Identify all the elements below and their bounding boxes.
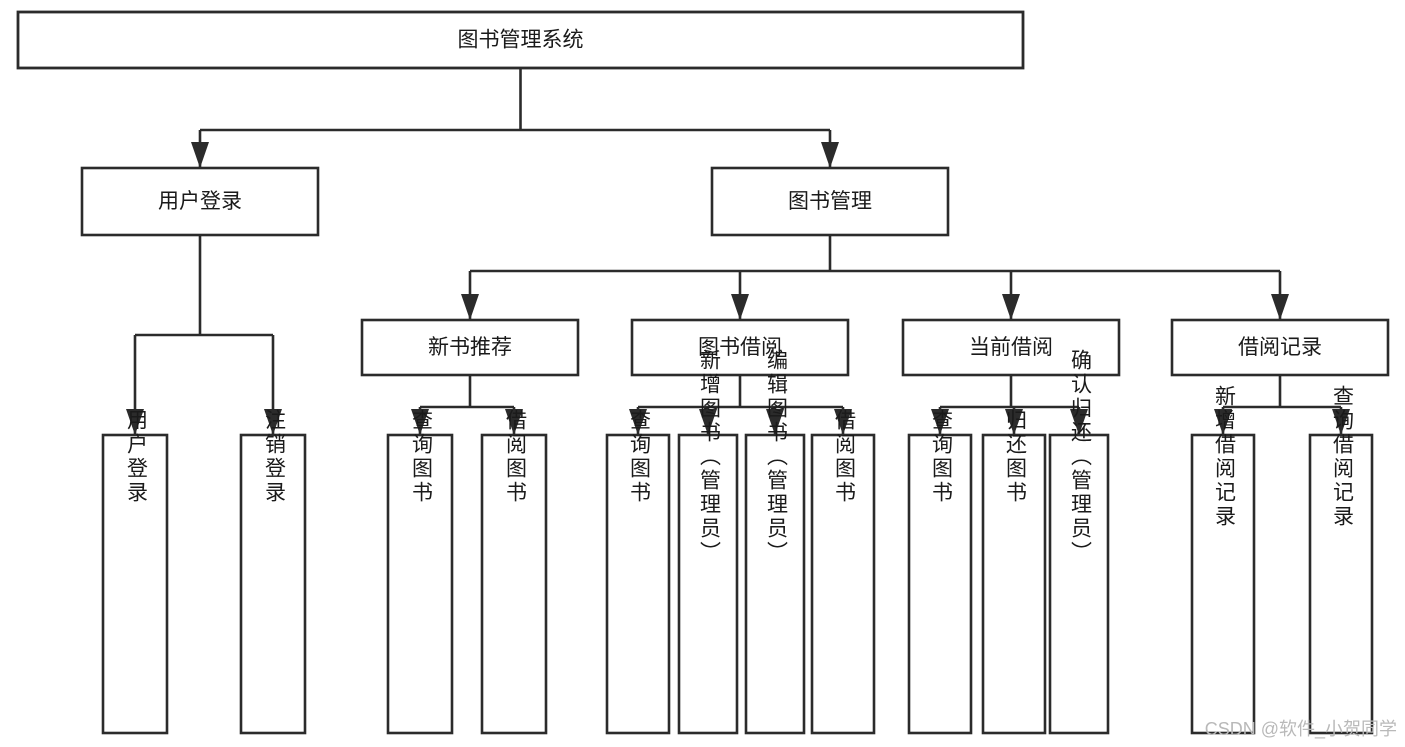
current-borrow-to-leaves-arrow-1 — [1005, 409, 1023, 435]
node-leaf-add-record[interactable]: 新增借阅记录 — [1190, 385, 1256, 735]
node-leaf-borrow-book-2-label: 借阅图书 — [832, 409, 856, 505]
node-leaf-borrow-book-1-box[interactable] — [480, 433, 548, 735]
node-leaf-query-book-1-box[interactable] — [386, 433, 454, 735]
node-leaf-query-book-1-label: 查询图书 — [409, 409, 433, 505]
node-leaf-borrow-book-2[interactable]: 借阅图书 — [810, 409, 876, 735]
node-leaf-edit-book-label: 编辑图书（管理员） — [764, 349, 788, 565]
node-new-book-recommend[interactable]: 新书推荐 — [360, 318, 580, 377]
nodes-layer: 图书管理系统用户登录图书管理新书推荐图书借阅当前借阅借阅记录用户登录注销登录查询… — [16, 10, 1390, 735]
node-current-borrow-label: 当前借阅 — [969, 336, 1053, 359]
node-leaf-borrow-book-1[interactable]: 借阅图书 — [480, 409, 548, 735]
node-book-manage-label: 图书管理 — [788, 190, 872, 213]
node-book-borrow[interactable]: 图书借阅 — [630, 318, 850, 377]
root-to-level1-arrow-1 — [821, 142, 839, 168]
book-manage-to-level2-arrow-0 — [461, 294, 479, 320]
node-leaf-query-book-3-box[interactable] — [907, 433, 973, 735]
node-book-manage[interactable]: 图书管理 — [710, 166, 950, 237]
node-leaf-borrow-book-1-label: 借阅图书 — [503, 409, 527, 505]
node-leaf-logout-label: 注销登录 — [262, 409, 286, 505]
node-leaf-query-book-2-label: 查询图书 — [627, 409, 651, 505]
node-leaf-query-book-3-label: 查询图书 — [929, 409, 953, 505]
node-leaf-add-book[interactable]: 新增图书（管理员） — [677, 349, 739, 735]
book-borrow-to-leaves-arrow-2 — [766, 409, 784, 435]
node-leaf-query-record[interactable]: 查询借阅记录 — [1308, 385, 1374, 735]
book-manage-to-level2-arrow-2 — [1002, 294, 1020, 320]
node-leaf-edit-book-box[interactable] — [744, 433, 806, 735]
node-user-login[interactable]: 用户登录 — [80, 166, 320, 237]
node-root-system-label: 图书管理系统 — [458, 29, 584, 52]
node-user-login-box[interactable] — [80, 166, 320, 237]
node-borrow-record-label: 借阅记录 — [1238, 336, 1322, 359]
node-book-manage-box[interactable] — [710, 166, 950, 237]
node-leaf-add-record-box[interactable] — [1190, 433, 1256, 735]
new-book-recommend-to-leaves-arrow-0 — [411, 409, 429, 435]
node-borrow-record-box[interactable] — [1170, 318, 1390, 377]
node-leaf-add-book-label: 新增图书（管理员） — [697, 349, 721, 565]
node-book-borrow-label: 图书借阅 — [698, 336, 782, 359]
new-book-recommend-to-leaves-arrow-1 — [505, 409, 523, 435]
user-login-to-leaves-arrow-1 — [264, 409, 282, 435]
book-borrow-to-leaves-arrow-0 — [629, 409, 647, 435]
node-leaf-query-book-2-box[interactable] — [605, 433, 671, 735]
node-current-borrow-box[interactable] — [901, 318, 1121, 377]
root-to-level1-arrow-0 — [191, 142, 209, 168]
current-borrow-to-leaves-arrow-2 — [1070, 409, 1088, 435]
node-root-system-box[interactable] — [16, 10, 1025, 70]
user-login-to-leaves-arrow-0 — [126, 409, 144, 435]
book-borrow-to-leaves-arrow-1 — [699, 409, 717, 435]
node-leaf-add-record-label: 新增借阅记录 — [1212, 385, 1236, 529]
node-leaf-confirm-return[interactable]: 确认归还（管理员） — [1048, 349, 1110, 735]
node-leaf-query-record-label: 查询借阅记录 — [1330, 385, 1354, 529]
node-leaf-borrow-book-2-box[interactable] — [810, 433, 876, 735]
borrow-record-to-leaves-arrow-0 — [1214, 409, 1232, 435]
node-leaf-return-book-box[interactable] — [981, 433, 1047, 735]
node-leaf-query-book-3[interactable]: 查询图书 — [907, 409, 973, 735]
node-new-book-recommend-box[interactable] — [360, 318, 580, 377]
node-leaf-logout-box[interactable] — [239, 433, 307, 735]
node-leaf-user-login-box[interactable] — [101, 433, 169, 735]
node-leaf-confirm-return-label: 确认归还（管理员） — [1068, 349, 1092, 565]
book-borrow-to-leaves-arrow-3 — [834, 409, 852, 435]
node-borrow-record[interactable]: 借阅记录 — [1170, 318, 1390, 377]
current-borrow-to-leaves-arrow-0 — [931, 409, 949, 435]
borrow-record-to-leaves-arrow-1 — [1332, 409, 1350, 435]
node-book-borrow-box[interactable] — [630, 318, 850, 377]
node-leaf-return-book[interactable]: 归还图书 — [981, 409, 1047, 735]
book-manage-to-level2-arrow-1 — [731, 294, 749, 320]
book-manage-to-level2-arrow-3 — [1271, 294, 1289, 320]
node-current-borrow[interactable]: 当前借阅 — [901, 318, 1121, 377]
node-leaf-return-book-label: 归还图书 — [1003, 409, 1027, 505]
node-leaf-query-book-2[interactable]: 查询图书 — [605, 409, 671, 735]
node-leaf-edit-book[interactable]: 编辑图书（管理员） — [744, 349, 806, 735]
node-root-system[interactable]: 图书管理系统 — [16, 10, 1025, 70]
node-leaf-query-record-box[interactable] — [1308, 433, 1374, 735]
node-new-book-recommend-label: 新书推荐 — [428, 336, 512, 359]
node-leaf-query-book-1[interactable]: 查询图书 — [386, 409, 454, 735]
node-leaf-confirm-return-box[interactable] — [1048, 433, 1110, 735]
connectors-layer — [126, 68, 1350, 435]
node-leaf-user-login-label: 用户登录 — [124, 409, 148, 505]
node-user-login-label: 用户登录 — [158, 190, 242, 213]
node-leaf-user-login[interactable]: 用户登录 — [101, 409, 169, 735]
node-leaf-logout[interactable]: 注销登录 — [239, 409, 307, 735]
node-leaf-add-book-box[interactable] — [677, 433, 739, 735]
